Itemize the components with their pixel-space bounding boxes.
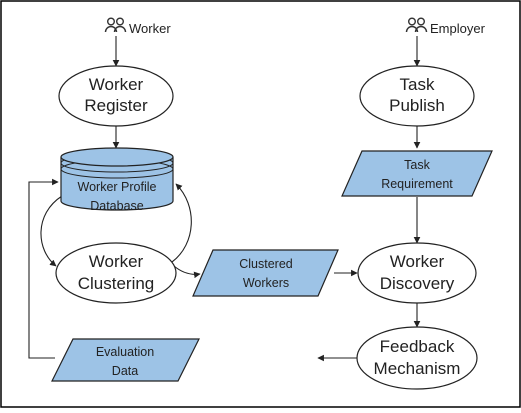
task-publish-node: Task Publish xyxy=(359,65,475,127)
employer-actor: Employer xyxy=(405,17,486,36)
worker-discovery-node: Worker Discovery xyxy=(357,242,477,304)
arrow-evaluation-to-database xyxy=(28,178,59,359)
evaluation-data-line-2: Data xyxy=(112,364,138,378)
task-requirement-line-2: Requirement xyxy=(381,177,453,191)
worker-actor: Worker xyxy=(104,17,171,36)
feedback-mechanism-line-2: Mechanism xyxy=(374,359,461,378)
worker-register-node: Worker Register xyxy=(58,65,174,127)
users-icon xyxy=(405,17,428,33)
worker-discovery-line-2: Discovery xyxy=(380,274,455,293)
arrow-clustering-to-clustered xyxy=(173,265,201,279)
clustered-workers-line-1: Clustered xyxy=(239,257,293,271)
task-publish-line-2: Publish xyxy=(389,96,445,115)
database-line-1: Worker Profile xyxy=(78,180,157,194)
arrow-clustering-to-database xyxy=(171,183,192,263)
worker-actor-label: Worker xyxy=(129,21,171,36)
clustered-workers-line-2: Workers xyxy=(243,276,289,290)
task-publish-line-1: Task xyxy=(400,75,435,94)
users-icon xyxy=(104,17,127,33)
clustered-workers-node: Clustered Workers xyxy=(192,249,339,297)
arrow-database-to-clustering xyxy=(40,195,63,267)
employer-actor-label: Employer xyxy=(430,21,486,36)
worker-clustering-line-2: Clustering xyxy=(78,274,155,293)
feedback-mechanism-node: Feedback Mechanism xyxy=(356,326,478,390)
connectors xyxy=(28,36,421,362)
worker-clustering-line-1: Worker xyxy=(89,252,144,271)
feedback-mechanism-line-1: Feedback xyxy=(380,337,455,356)
worker-clustering-node: Worker Clustering xyxy=(55,242,177,304)
evaluation-data-node: Evaluation Data xyxy=(51,338,200,382)
evaluation-data-line-1: Evaluation xyxy=(96,345,154,359)
worker-profile-database-node: Worker Profile Database xyxy=(60,147,174,213)
worker-discovery-line-1: Worker xyxy=(390,252,445,271)
worker-register-line-2: Register xyxy=(84,96,148,115)
task-requirement-line-1: Task xyxy=(404,158,430,172)
task-requirement-node: Task Requirement xyxy=(341,150,493,197)
database-line-2: Database xyxy=(90,199,144,213)
worker-register-line-1: Worker xyxy=(89,75,144,94)
